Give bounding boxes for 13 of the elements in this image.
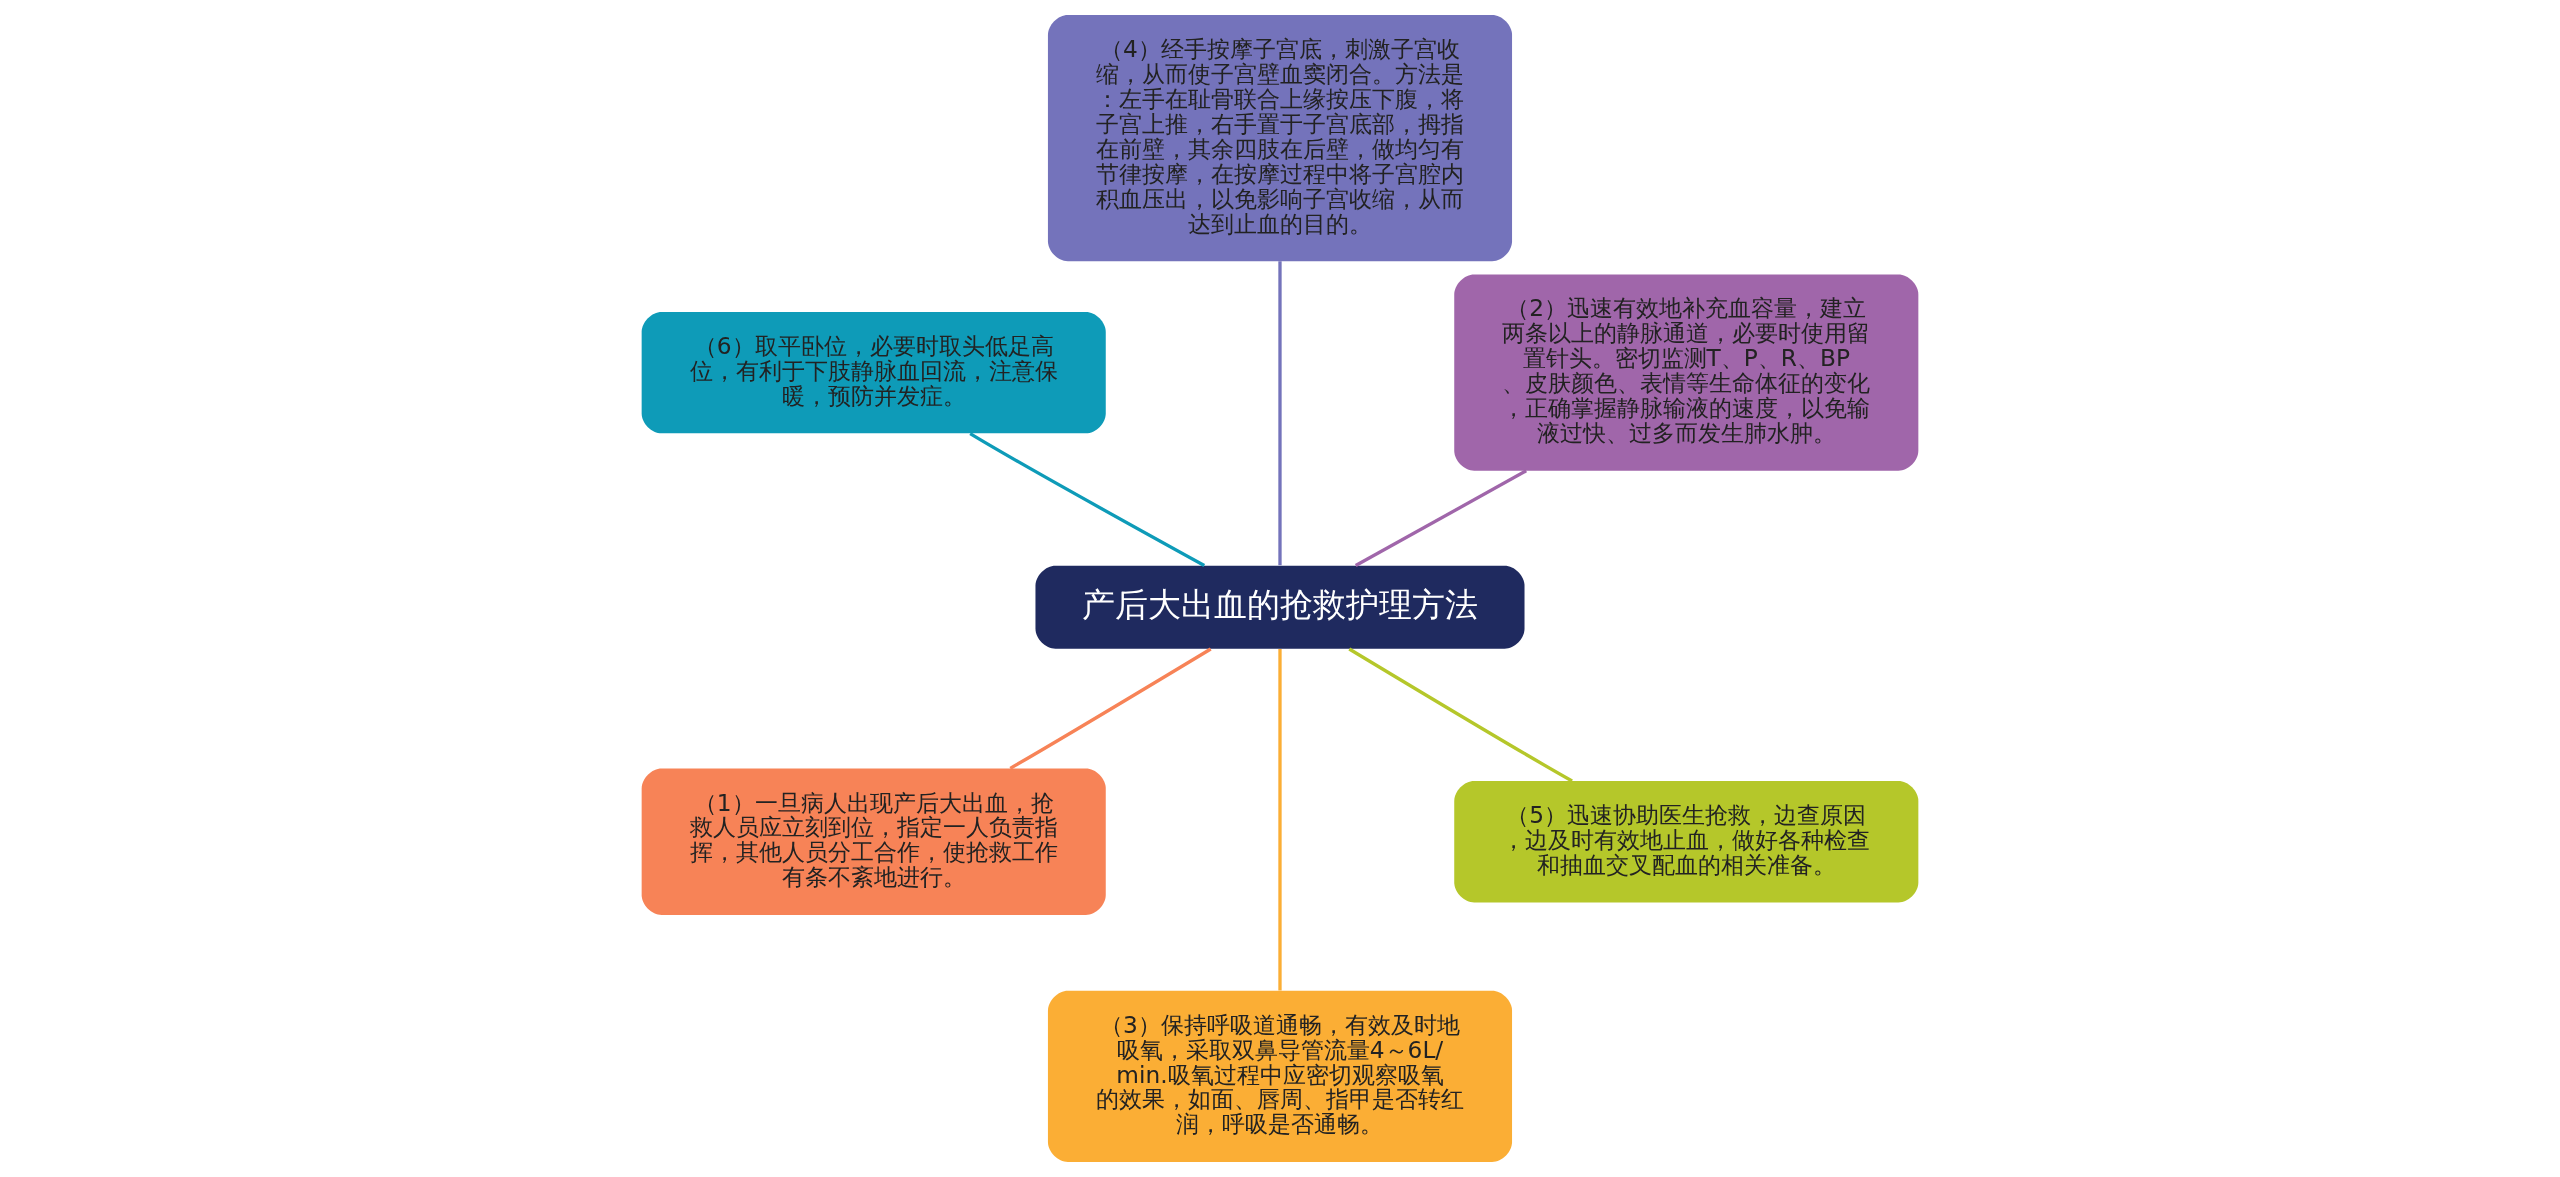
connector xyxy=(1278,261,1282,566)
node-box: （5）迅速协助医生抢救，边查原因，边及时有效地止血，做好各种检查和抽血交叉配血的相关准备。 xyxy=(1454,781,1919,903)
node-box: 产后大出血的抢救护理方法 xyxy=(1035,565,1525,649)
connector xyxy=(1354,469,1528,567)
connector xyxy=(1009,647,1212,770)
node-box: （6）取平卧位，必要时取头低足高位，有利于下肢静脉血回流，注意保暖，预防并发症。 xyxy=(641,311,1106,434)
connector xyxy=(969,432,1206,567)
connector xyxy=(1278,649,1282,991)
node-box: （4）经手按摩子宫底，刺激子宫收缩，从而使子宫壁血窦闭合。方法是：左手在耻骨联合上缘按压下腹，将子宫上推，右手置于子宫底部，拇指在前壁，其余四肢在后壁，做均匀有节律按摩，在按摩过程中将子宫腔内积血压出，以免影响子宫收缩，从而达到止血的目的。 xyxy=(1047,14,1513,262)
node-box: （3）保持呼吸道通畅，有效及时地吸氧，采取双鼻导管流量4～6L/min.吸氧过程中应密切观察吸氧的效果，如面、唇周、指甲是否转红润，呼吸是否通畅。 xyxy=(1047,990,1513,1163)
node-box: （2）迅速有效地补充血容量，建立两条以上的静脉通道，必要时使用留置针头。密切监测T、P、R、BP、皮肤颜色、表情等生命体征的变化，正确掌握静脉输液的速度，以免输液过快、过多而发生肺水肿。 xyxy=(1454,274,1919,471)
node-box: （1）一旦病人出现产后大出血，抢救人员应立刻到位，指定一人负责指挥，其他人员分工合作，使抢救工作有条不紊地进行。 xyxy=(641,768,1106,915)
connector xyxy=(1348,647,1573,783)
